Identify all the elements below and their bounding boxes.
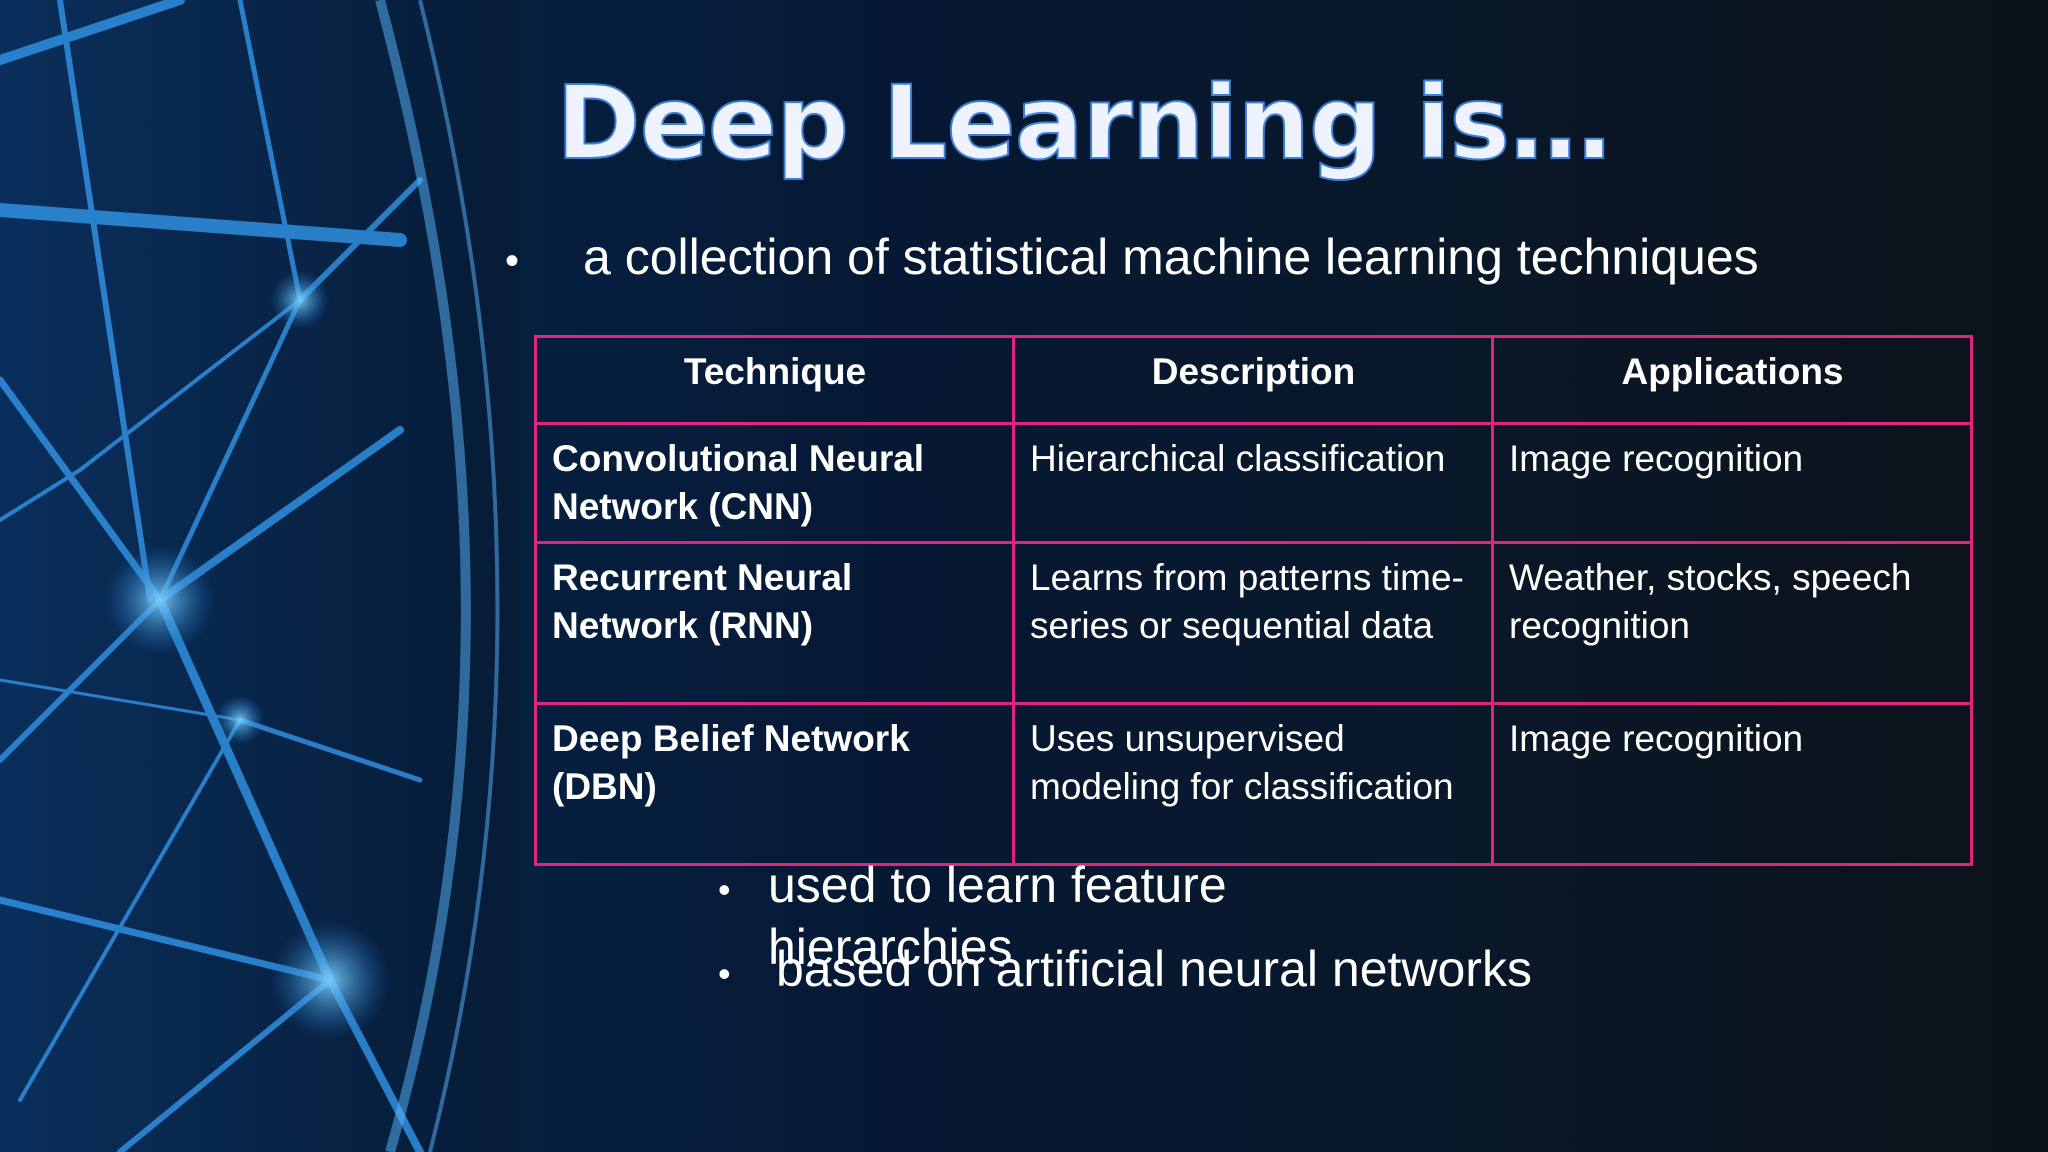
table-header-row: Technique Description Applications [534, 335, 1973, 425]
table-cell-technique: Recurrent Neural Network (RNN) [534, 541, 1015, 705]
bullet-item: • based on artificial neural networks [718, 940, 1532, 998]
table-row: Convolutional Neural Network (CNN) Hiera… [534, 422, 1973, 544]
table-header-technique: Technique [534, 335, 1015, 425]
bullet-text: based on artificial neural networks [776, 941, 1532, 997]
slide-title: Deep Learning is… [555, 63, 1612, 184]
table-row: Deep Belief Network (DBN) Uses unsupervi… [534, 702, 1973, 866]
table-cell-applications: Image recognition [1491, 702, 1973, 866]
bullet-text: used to learn feature hierarchies [768, 857, 1227, 975]
techniques-table: Technique Description Applications Convo… [534, 335, 1973, 866]
table-cell-applications: Image recognition [1491, 422, 1973, 544]
bullet-dot-icon: • [718, 953, 731, 994]
table-header-applications: Applications [1491, 335, 1973, 425]
table-row: Recurrent Neural Network (RNN) Learns fr… [534, 541, 1973, 705]
neural-network-background-art [0, 0, 520, 1152]
table-cell-technique: Deep Belief Network (DBN) [534, 702, 1015, 866]
table-cell-description: Learns from patterns time-series or sequ… [1012, 541, 1494, 705]
table-cell-technique: Convolutional Neural Network (CNN) [534, 422, 1015, 544]
table-cell-applications: Weather, stocks, speech recognition [1491, 541, 1973, 705]
table-header-description: Description [1012, 335, 1494, 425]
bullet-item: • used to learn feature hierarchies [718, 854, 1288, 978]
table-cell-description: Uses unsupervised modeling for classific… [1012, 702, 1494, 866]
bullet-dot-icon: • [718, 869, 731, 910]
bullet-dot-icon: • [505, 239, 520, 283]
table-cell-description: Hierarchical classification [1012, 422, 1494, 544]
bullet-item: • a collection of statistical machine le… [505, 228, 1759, 286]
bullet-text: a collection of statistical machine lear… [583, 229, 1759, 285]
